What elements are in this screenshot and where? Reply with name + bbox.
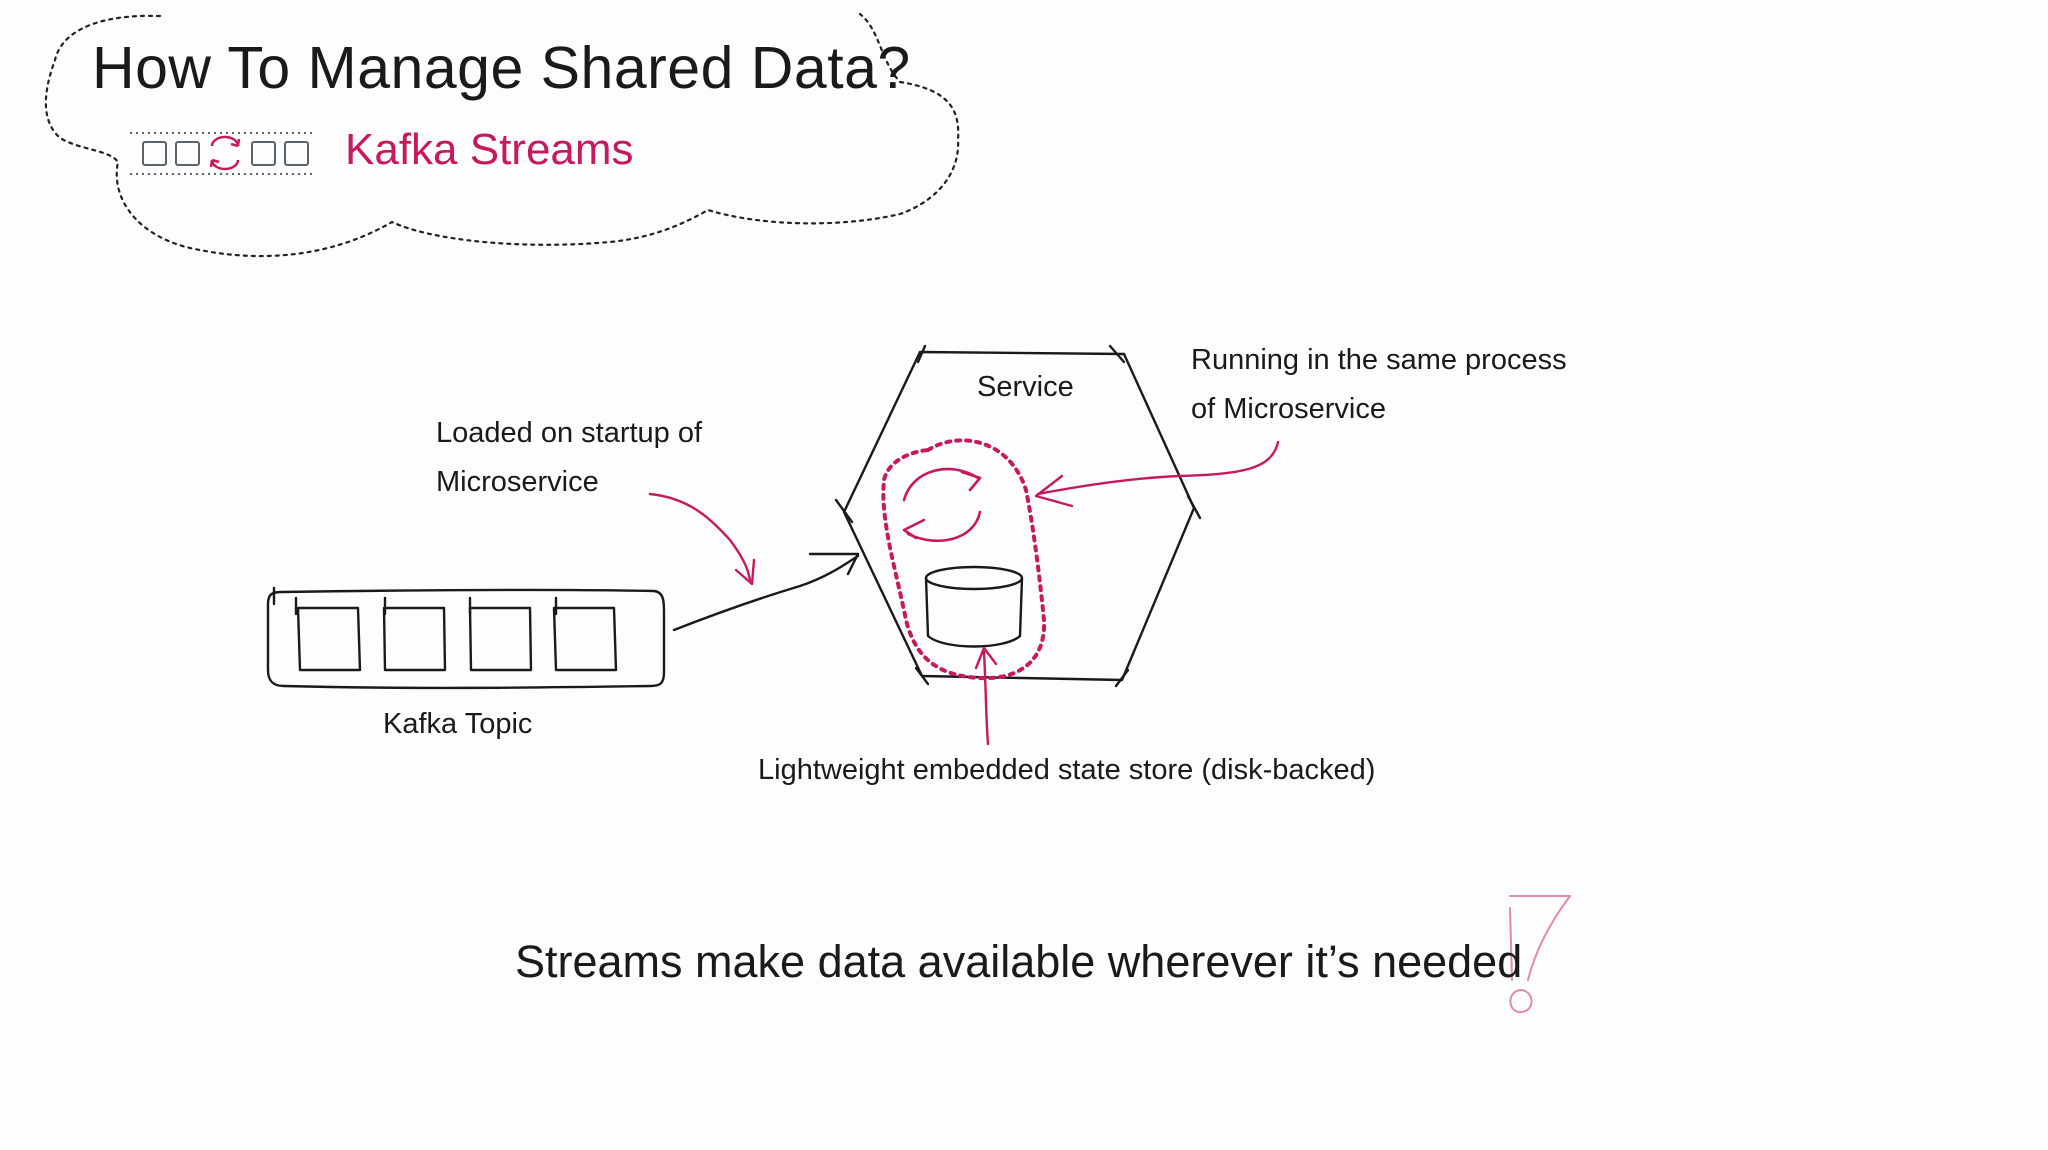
kafka-topic-label: Kafka Topic: [383, 708, 533, 740]
running-note-line-2: of Microservice: [1191, 393, 1386, 425]
store-note-arrow: [982, 650, 990, 746]
state-store-note: Lightweight embedded state store (disk-b…: [758, 754, 1376, 786]
topic-to-service-connector: [672, 554, 860, 632]
running-note-line-1: Running in the same process: [1191, 344, 1567, 376]
loaded-note-line-1: Loaded on startup of: [436, 417, 703, 449]
kafka-topic-icon: [266, 586, 666, 690]
state-store-icon: [924, 565, 1024, 648]
connector-arrowhead: [808, 552, 860, 576]
kafka-streams-icon: [130, 132, 312, 175]
stream-processing-icon: [902, 467, 982, 543]
stream-processor-boundary: [881, 438, 1047, 681]
loaded-note-arrow: [648, 492, 752, 582]
page-title: How To Manage Shared Data?: [92, 35, 911, 101]
running-note: Running in the same process of Microserv…: [1191, 336, 1567, 434]
service-label: Service: [977, 371, 1074, 403]
footer-message: Streams make data available wherever it’…: [515, 936, 1523, 987]
loaded-note: Loaded on startup of Microservice: [436, 409, 702, 507]
exclamation-mark-icon: [1509, 895, 1571, 1014]
page-subtitle: Kafka Streams: [345, 125, 634, 174]
annotation-arrows: [648, 440, 1280, 746]
running-note-arrow: [1036, 440, 1280, 496]
service-hexagon: [834, 344, 1202, 688]
loaded-note-line-2: Microservice: [436, 466, 599, 498]
